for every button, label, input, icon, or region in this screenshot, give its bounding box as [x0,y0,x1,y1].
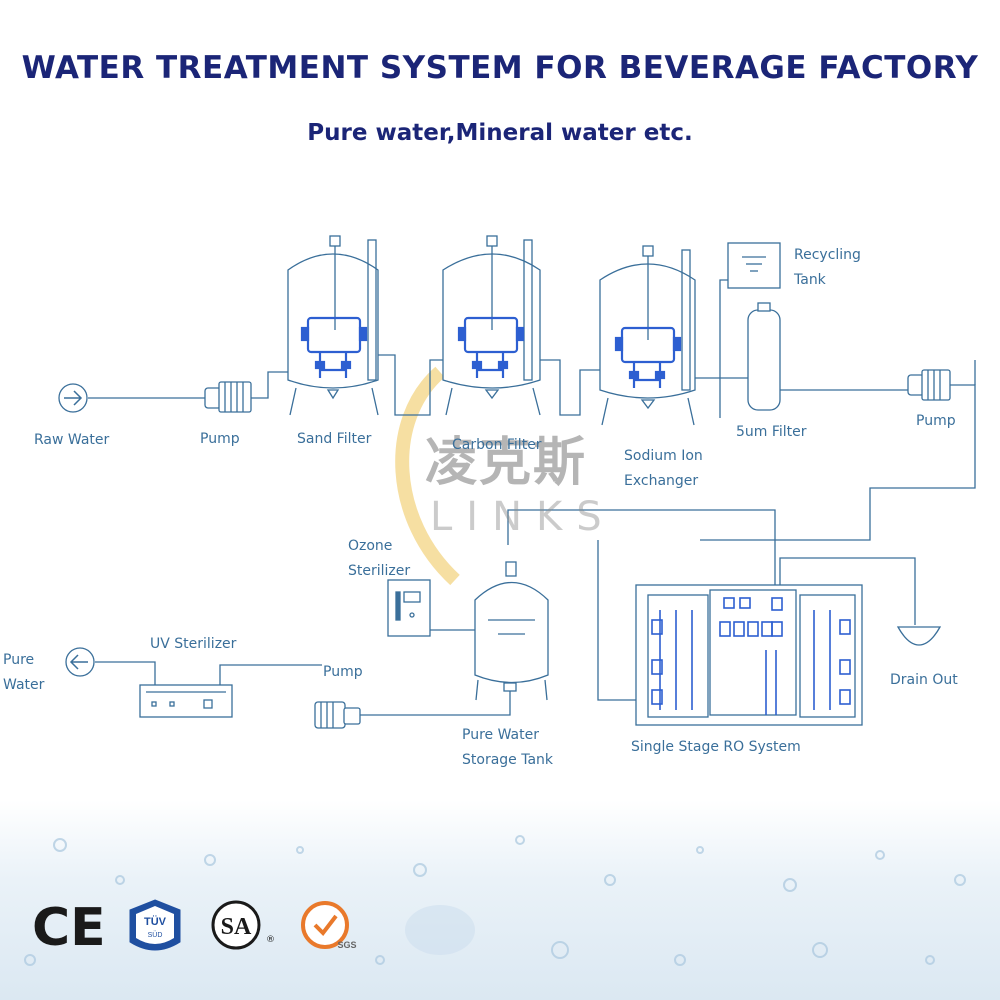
label-recycling-tank: Recycling Tank [794,243,861,293]
label-pure-water-line2: Water [3,677,45,693]
label-carbon-filter: Carbon Filter [452,437,542,453]
label-pure-water-storage-tank: Pure Water Storage Tank [462,723,553,773]
water-droplet-background [0,800,1000,1000]
pump-3-icon [314,701,361,729]
label-recycling-line2: Tank [794,272,826,288]
sodium-ion-exchanger-tank [599,245,696,426]
sgs-text: SGS [337,940,356,950]
page-subtitle: Pure water,Mineral water etc. [307,120,693,146]
label-pump-1: Pump [200,431,240,447]
csa-text: SA [221,914,252,940]
tuv-sud-logo-icon: TÜV SÜD [129,899,181,951]
carbon-filter-tank [442,235,541,416]
label-sodium-ion-exchanger: Sodium Ion Exchanger [624,444,703,494]
label-drain-out: Drain Out [890,672,958,688]
label-pure-water-line1: Pure [3,652,35,668]
page-title: WATER TREATMENT SYSTEM FOR BEVERAGE FACT… [21,50,979,86]
pump-2-icon [907,369,951,401]
label-5um-filter: 5um Filter [736,424,807,440]
label-sand-filter: Sand Filter [297,431,372,447]
drain-out-basin [896,626,942,646]
carbon-filter-valves [457,316,525,378]
droplet-decoration [24,835,966,966]
label-ozone-sterilizer: Ozone Sterilizer [348,534,410,584]
label-sodium-ion-line2: Exchanger [624,473,699,489]
watermark-chinese: 凌克斯 [425,433,588,493]
ozone-sterilizer-unit [387,579,431,637]
label-sodium-ion-line1: Sodium Ion [624,448,703,464]
recycling-tank [727,242,781,289]
sodium-ion-exchanger-valves [614,326,682,388]
label-pure-water: Pure Water [3,648,44,698]
sand-filter-tank [287,235,379,416]
pure-water-storage-tank [474,561,549,701]
label-ro-system: Single Stage RO System [631,739,801,755]
label-ozone-line2: Sterilizer [348,563,411,579]
raw-water-inlet-icon [58,383,88,413]
pipe-network [88,279,976,716]
label-pump-2: Pump [916,413,956,429]
ce-mark-text: CE [32,898,106,958]
ce-mark-icon: CE [32,898,106,958]
pure-water-outlet-icon [65,647,95,677]
sand-filter-valves [300,316,368,378]
label-raw-water: Raw Water [34,432,110,448]
tuv-text: TÜV [144,915,167,928]
sgs-logo-icon: SGS [301,901,357,950]
watermark-latin: LINKS [430,494,616,540]
csa-logo-icon: SA ® [211,900,275,950]
tuv-sub-text: SÜD [148,931,163,939]
svg-text:®: ® [266,935,275,945]
label-uv-sterilizer: UV Sterilizer [150,636,237,652]
uv-sterilizer-unit [139,684,233,718]
5um-filter-cartridge [747,302,781,411]
label-ozone-line1: Ozone [348,538,393,554]
droplet-splash [405,905,475,955]
watermark-arc [395,366,460,586]
label-storage-line2: Storage Tank [462,752,554,768]
label-storage-line1: Pure Water [462,727,539,743]
label-pump-3: Pump [323,664,363,680]
single-stage-ro-system [635,584,863,726]
pump-1-icon [204,381,252,413]
label-recycling-line1: Recycling [794,247,861,263]
